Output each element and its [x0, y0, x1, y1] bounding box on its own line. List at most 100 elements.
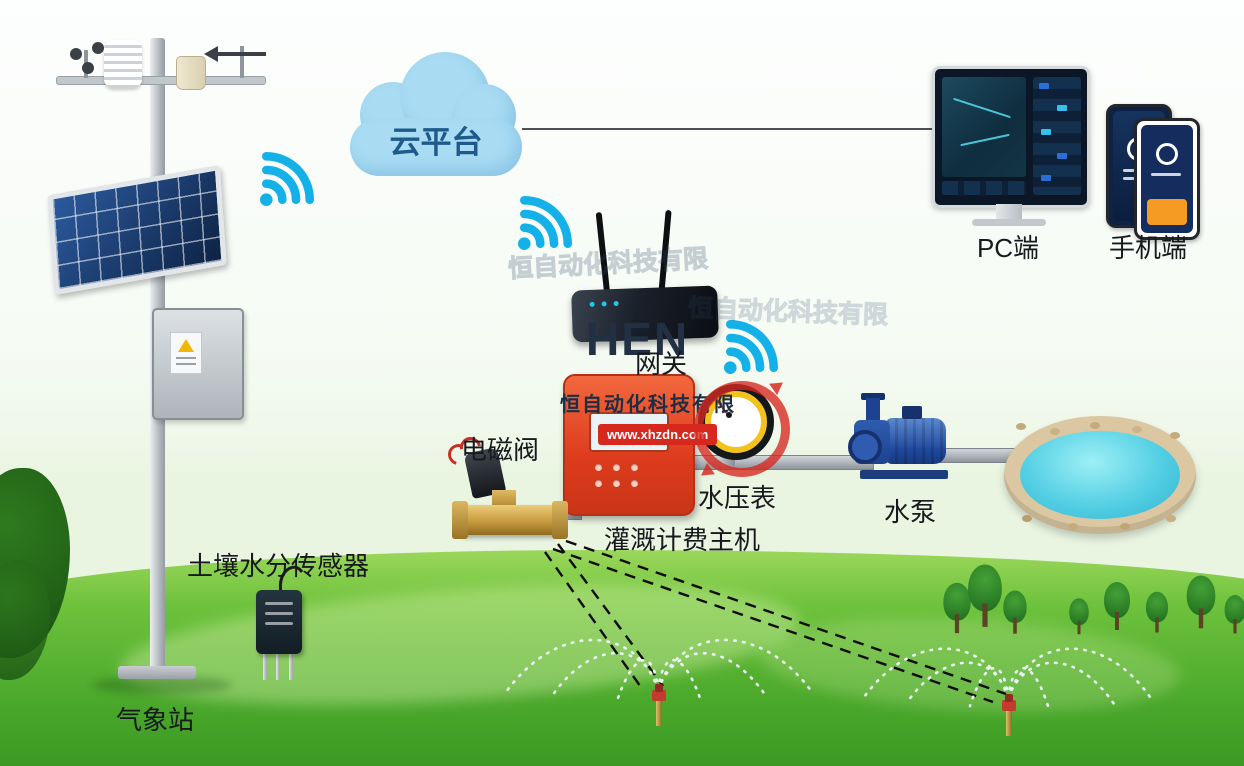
monitor-stand [996, 204, 1022, 220]
sticker-text-line [176, 357, 196, 359]
wind-vane-tip [204, 46, 218, 62]
gateway-led [601, 301, 607, 307]
dashboard-widget [1057, 153, 1067, 159]
tree-trunk [1233, 619, 1237, 634]
watermark-ring-logo [694, 381, 790, 477]
valve-hex-fitting [552, 501, 568, 539]
sensor-prong [289, 653, 293, 680]
pool-stone-rim [1016, 423, 1026, 430]
map-route-line [960, 133, 1010, 147]
radiation-shield [104, 40, 142, 88]
valve-riser [492, 490, 516, 508]
sprinkler-cap [1005, 694, 1013, 702]
water-pool [1004, 416, 1196, 534]
solar-panel [47, 164, 227, 296]
pressure-gauge-label: 水压表 [697, 483, 777, 513]
pc-label: PC端 [976, 233, 1040, 263]
pump-base [860, 470, 948, 479]
tree-trunk [1013, 617, 1017, 634]
pump-outlet-pipe [866, 398, 880, 424]
sprinkler-stem [656, 698, 662, 726]
dashboard-widget [1057, 105, 1067, 111]
dashboard-widget [1039, 83, 1049, 89]
host-button [595, 480, 602, 487]
phone-label: 手机端 [1108, 233, 1188, 263]
pump-terminal-box [902, 406, 922, 419]
station-base-flange [118, 666, 196, 679]
wifi-signal-icon [724, 320, 778, 374]
tree [1186, 575, 1216, 631]
monitor-base [972, 219, 1046, 226]
sensor-label-line [265, 602, 293, 605]
sensor-label-line [265, 622, 293, 625]
monitor-map-screen [942, 77, 1026, 177]
monitor-side-panel [1033, 77, 1081, 195]
phone-text-line [1151, 173, 1181, 176]
tree-crown [1003, 590, 1027, 623]
pump-outlet-flange [861, 393, 885, 400]
sensor-prong [263, 653, 267, 680]
phone-screen [1141, 125, 1193, 233]
host-button [631, 464, 638, 471]
tree-crown [1069, 598, 1089, 626]
pc-monitor [932, 66, 1090, 208]
weather-station-label: 气象站 [115, 705, 195, 735]
station-control-box [152, 308, 244, 420]
solenoid-valve-device [460, 505, 558, 535]
tree [1145, 591, 1169, 635]
tree-crown [1186, 575, 1216, 616]
tree-trunk [1077, 620, 1081, 635]
dashboard-widget [1041, 129, 1051, 135]
anemometer-cup [92, 42, 104, 54]
tree-trunk [954, 614, 960, 634]
host-button [595, 464, 602, 471]
soil-moisture-sensor [256, 590, 302, 654]
gateway-led [613, 300, 619, 307]
tree [1224, 595, 1244, 635]
valve-label: 电磁阀 [460, 435, 540, 465]
warning-triangle-icon [178, 339, 194, 352]
tree-trunk [1115, 612, 1119, 630]
sticker-text-line [176, 363, 196, 365]
sensor-label-line [265, 612, 293, 615]
app-logo-icon [1156, 143, 1178, 165]
rain-sensor [176, 56, 206, 90]
wifi-signal-icon [260, 152, 314, 206]
tree-trunk [1155, 617, 1159, 633]
sprinkler [648, 684, 670, 728]
billing-host-label: 灌溉计费主机 [603, 525, 761, 555]
host-button [613, 464, 620, 471]
wind-vane-mast [240, 46, 244, 78]
gateway-led [589, 301, 595, 307]
valve-hex-fitting [452, 501, 468, 539]
pump-inlet [848, 430, 882, 464]
mobile-phone-front [1134, 118, 1200, 240]
sprinkler [998, 694, 1020, 738]
sensor-prong [276, 653, 280, 680]
sprinkler-stem [1006, 708, 1012, 736]
host-button [631, 480, 638, 487]
tree-trunk [982, 603, 988, 627]
wind-vane [216, 52, 266, 56]
map-route-line [953, 97, 1011, 119]
tree [943, 582, 971, 636]
warning-sticker [170, 332, 202, 374]
anemometer-cup [70, 48, 82, 60]
host-button [613, 480, 620, 487]
pool-water [1020, 431, 1180, 519]
gateway-label: 网关 [634, 349, 688, 379]
tree [1104, 582, 1130, 632]
watermark-faint-text: 恒自动化科技有限 [687, 294, 889, 330]
tree [1069, 598, 1089, 636]
pump-label: 水泵 [883, 497, 937, 527]
watermark-url-badge: www.xhzdn.com [598, 424, 718, 445]
cloud-shape [350, 118, 522, 176]
pump-motor [886, 418, 946, 464]
watermark-big-text: HEN [586, 313, 690, 365]
watermark-company-text: 恒自动化科技有限 [560, 394, 736, 416]
tree [1003, 590, 1027, 636]
tree-crown [1224, 595, 1244, 624]
wifi-signal-icon [518, 196, 572, 250]
monitor-bottom-strip [942, 181, 1026, 195]
